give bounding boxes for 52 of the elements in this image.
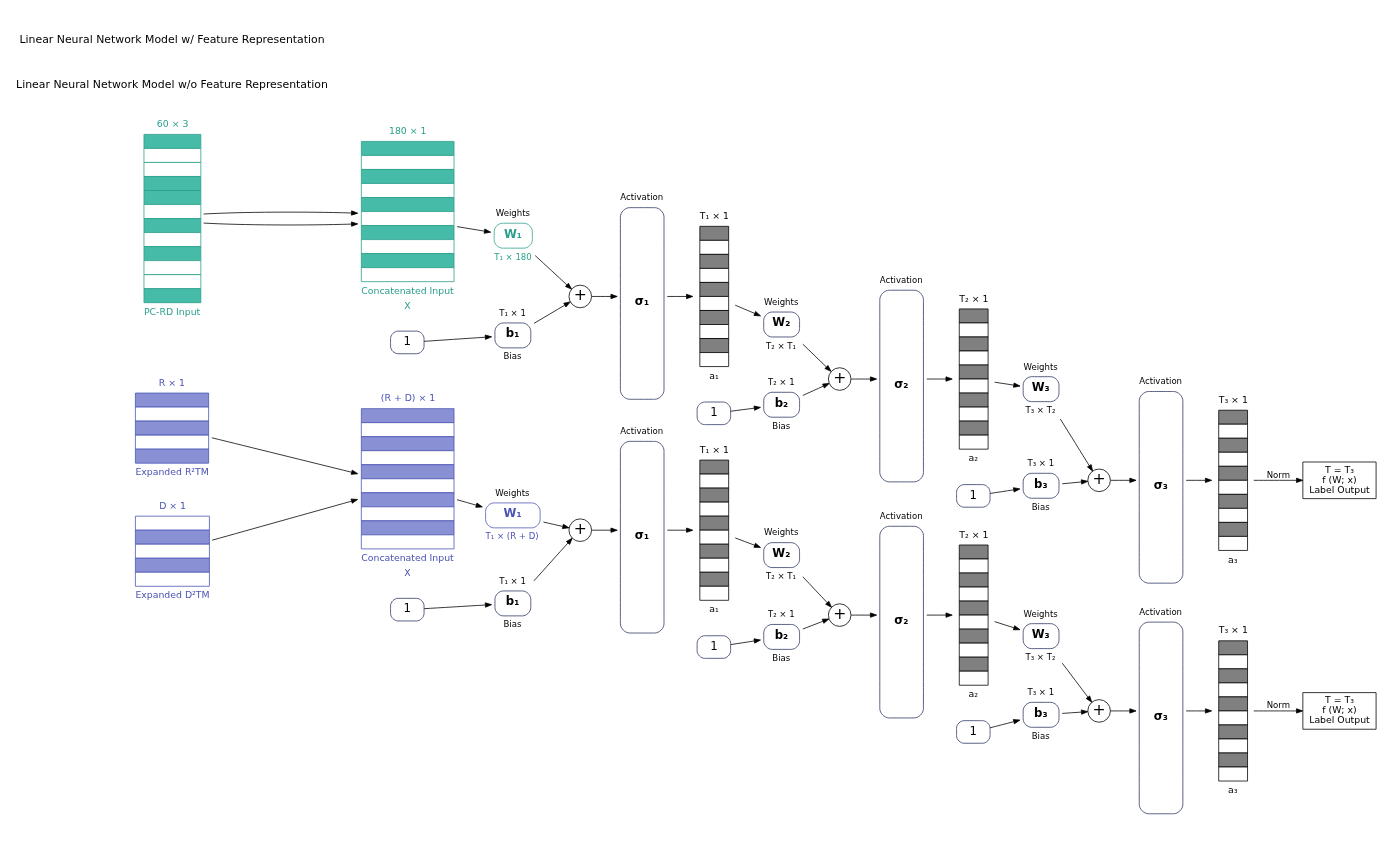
node-label: 180 × 1 [388, 124, 427, 136]
node-label: Bias [772, 420, 791, 431]
node-label: 60 × 3 [156, 117, 189, 129]
node-label: Bias [503, 618, 522, 629]
edge-label: Norm [1266, 699, 1290, 710]
node-label: T₁ × 1 [499, 575, 526, 586]
node-label: T₁ × 1 [499, 307, 526, 318]
node-label: Bias [772, 652, 791, 663]
node-text: T₃ × 1 a₃ [1218, 393, 1248, 565]
node-text: T₁ × 1 a₁ [699, 443, 729, 614]
node-label: T₂ × 1 [768, 376, 795, 387]
node-label: T₂ × 1 [768, 608, 795, 619]
node-label: T₃ × T₂ [1025, 404, 1056, 415]
node-label: PC-RD Input [143, 305, 201, 317]
node-label: Weights [764, 526, 799, 537]
node-text: T₂ × 1 a₂ [959, 292, 989, 463]
node-label: Bias [503, 350, 522, 361]
edge-label: Norm [1266, 469, 1290, 480]
node-label: R × 1 [158, 376, 185, 388]
node-label: Bias [1031, 730, 1050, 741]
node-label: Activation [1139, 606, 1183, 617]
node-label: T₂ × T₁ [766, 340, 796, 350]
node-label: Weights [1023, 608, 1058, 618]
node-text: T₃ × 1 a₃ [1218, 623, 1248, 795]
node-label: Concatenated Input [361, 551, 454, 563]
node-label: Bias [1031, 501, 1050, 512]
node-label: T₃ × T₂ [1025, 651, 1056, 662]
node-label: Activation [620, 191, 664, 202]
node-label: Weights [495, 487, 530, 498]
label: Linear Neural Network Model w/o Feature Representation [16, 77, 328, 91]
node-text: T₂ × 1 a₂ [959, 528, 989, 699]
node-label: X [404, 566, 411, 578]
node-label: Weights [1023, 361, 1058, 372]
node-label: (R + D) × 1 [380, 391, 436, 403]
node-label: Expanded D²TM [135, 588, 210, 600]
node-label: T₂ × T₁ [766, 570, 796, 581]
node-label: Activation [879, 510, 923, 521]
label: Linear Neural Network Model w/ Feature Representation [19, 32, 325, 46]
node-label: T₁ × (R + D) [485, 530, 539, 541]
node-label: T₃ × 1 [1027, 686, 1055, 697]
node-label: D × 1 [159, 499, 187, 511]
node-label: T₁ × 180 [494, 251, 532, 262]
node-label: Activation [1139, 375, 1183, 386]
node-label: Expanded R²TM [135, 465, 209, 477]
node-label: X [404, 299, 411, 311]
node-label: T₃ × 1 [1027, 457, 1055, 468]
node-label: Weights [764, 296, 799, 307]
node-text: T₁ × 1 a₁ [699, 209, 729, 381]
node-label: Activation [879, 274, 923, 285]
node-label: Concatenated Input [361, 284, 454, 296]
node-label: Activation [620, 425, 664, 436]
node-label: Weights [495, 207, 530, 218]
